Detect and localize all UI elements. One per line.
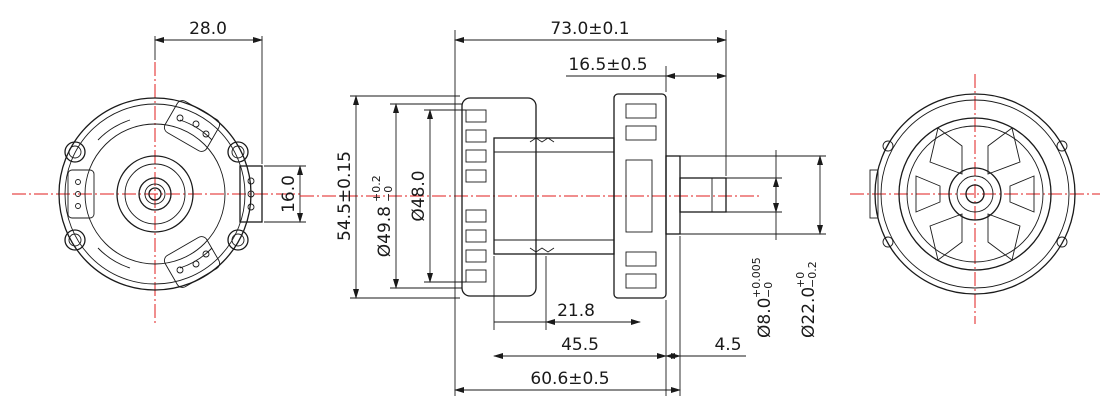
dim-dia-48: Ø48.0: [409, 170, 429, 221]
dim-dia-49-8-tol-lower: −0: [382, 186, 395, 202]
dim-dia-49-8-tol-upper: +0.2: [370, 175, 383, 202]
dim-shaft-dia-tol-lower: −0: [762, 282, 775, 298]
dim-front-tab-width: 28.0: [189, 19, 227, 39]
dim-21-8: 21.8: [557, 301, 595, 321]
rear-view: [850, 74, 1100, 324]
front-view: 28.0 16.0: [12, 19, 306, 325]
dim-60-6: 60.6±0.5: [530, 369, 609, 389]
dim-height: 54.5±0.15: [335, 151, 355, 241]
dim-overall-length: 73.0±0.1: [550, 19, 629, 39]
dim-front-tab-height: 16.0: [279, 175, 299, 213]
dim-shaft-length: 16.5±0.5: [568, 55, 647, 75]
dim-4-5: 4.5: [714, 335, 741, 355]
dim-boss-dia-tol-upper: +0: [794, 272, 807, 288]
dim-45-5: 45.5: [561, 335, 599, 355]
dim-boss-dia-tol-lower: −0.2: [806, 261, 819, 288]
dim-shaft-dia: Ø8.0: [755, 298, 775, 338]
dim-dia-49-8: Ø49.8: [375, 206, 395, 257]
dim-shaft-dia-tol-upper: +0.005: [750, 257, 763, 298]
dim-boss-dia: Ø22.0: [799, 287, 819, 338]
side-view: 73.0±0.1 16.5±0.5 54.5±0.15 Ø49.8 +0.2 −…: [300, 19, 826, 396]
